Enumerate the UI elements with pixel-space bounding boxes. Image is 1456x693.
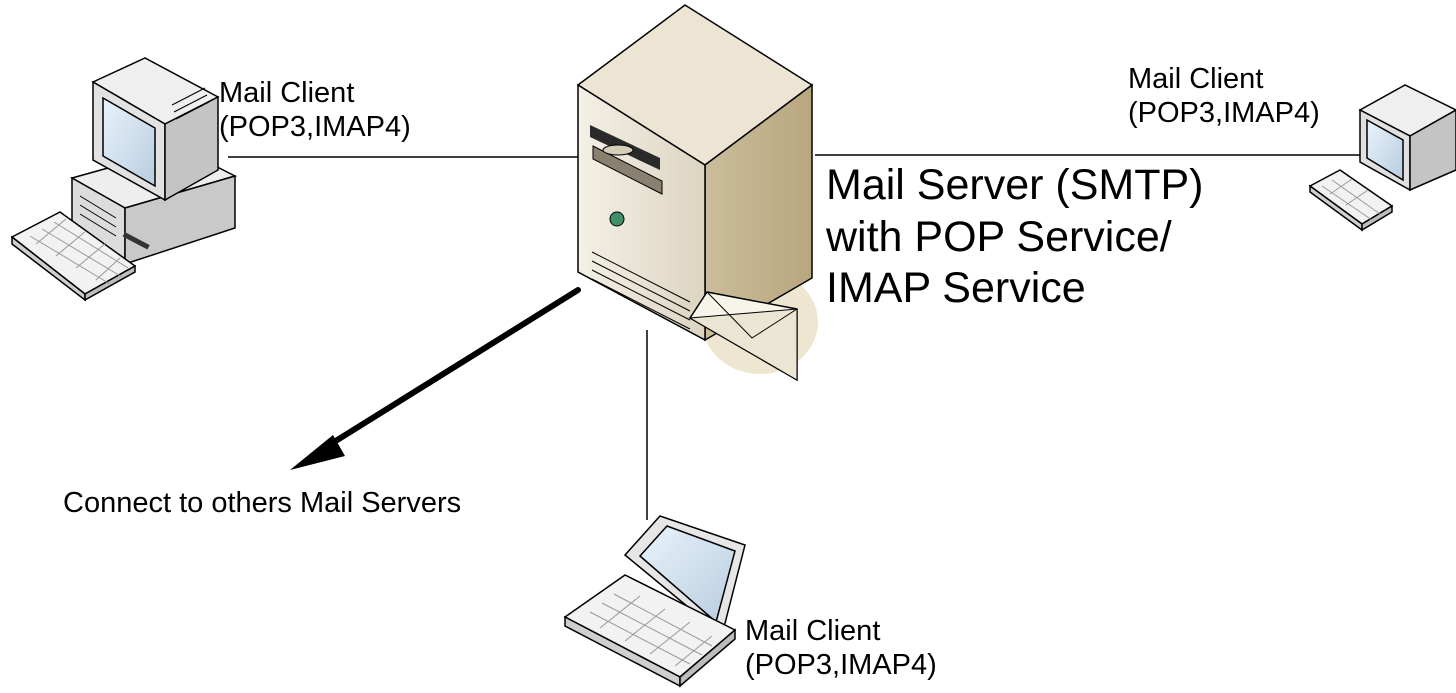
bottom-client-label: Mail Client (POP3,IMAP4) — [745, 614, 937, 682]
server-label-line-3: IMAP Service — [826, 264, 1086, 313]
laptop-icon — [563, 515, 746, 688]
desktop-computer-icon — [10, 57, 238, 302]
small-desktop-computer-icon — [1308, 84, 1456, 232]
arrow-label: Connect to others Mail Servers — [63, 486, 461, 520]
power-button-icon — [609, 211, 625, 227]
bottom-client-protocols: (POP3,IMAP4) — [745, 649, 937, 682]
envelope-icon — [688, 291, 798, 382]
left-client-label: Mail Client (POP3,IMAP4) — [219, 76, 411, 144]
mail-server-tower-icon — [576, 4, 814, 342]
left-client-name: Mail Client — [219, 77, 355, 109]
arrow-to-other-servers — [290, 287, 581, 470]
server-label-line-2: with POP Service/ — [826, 212, 1172, 261]
bottom-client-name: Mail Client — [745, 615, 881, 647]
arrow-label-text: Connect to others Mail Servers — [63, 487, 462, 519]
left-client-protocols: (POP3,IMAP4) — [219, 111, 411, 144]
right-client-protocols: (POP3,IMAP4) — [1128, 97, 1320, 130]
right-client-name: Mail Client — [1128, 63, 1264, 95]
right-client-label: Mail Client (POP3,IMAP4) — [1128, 62, 1320, 130]
server-label-line-1: Mail Server (SMTP) — [826, 161, 1204, 209]
server-label: Mail Server (SMTP) with POP Service/ IMA… — [826, 160, 1203, 315]
